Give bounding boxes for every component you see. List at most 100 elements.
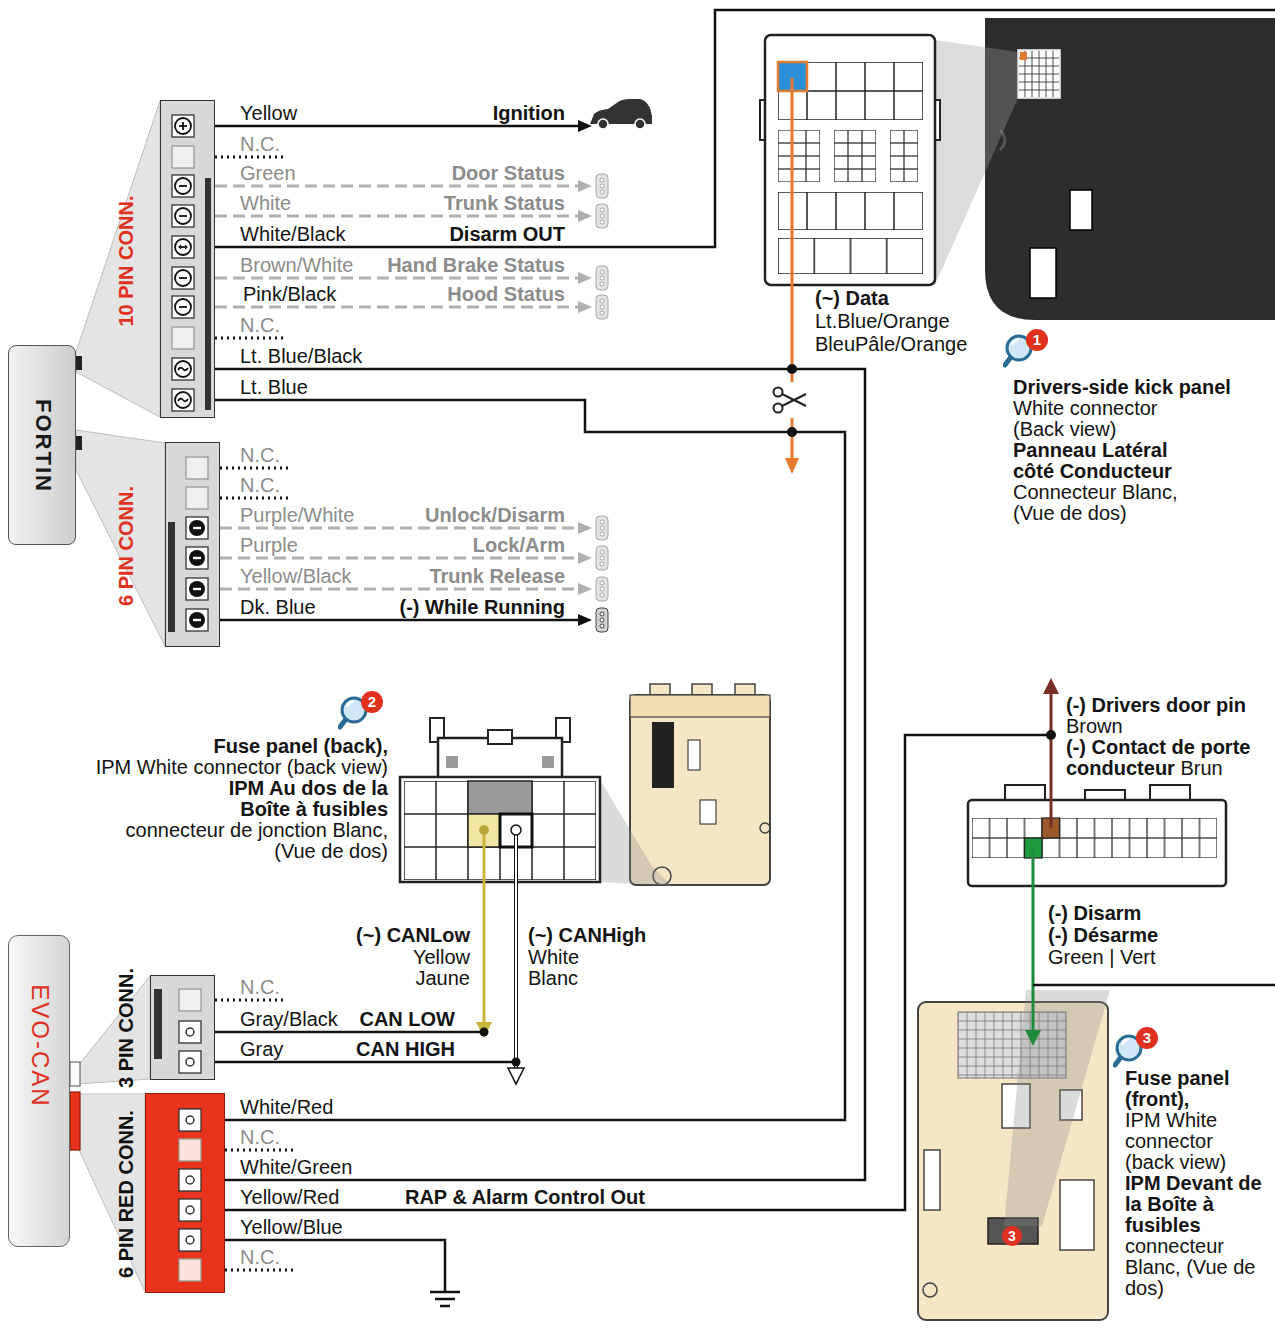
wire-label: Dk. Blue xyxy=(240,597,316,618)
kick-panel-illustration xyxy=(1018,50,1060,98)
wire xyxy=(225,1269,297,1272)
wire-label: Purple xyxy=(240,535,298,556)
wire xyxy=(220,619,580,622)
wire-label: Ignition xyxy=(493,103,565,124)
wire-label: White Blanc xyxy=(528,947,579,989)
pin-symbol xyxy=(193,526,201,528)
remote-icon xyxy=(596,577,608,601)
pin-symbol xyxy=(193,556,201,558)
wire-label: Lock/Arm xyxy=(473,535,565,556)
wire-label: (-) Désarme xyxy=(1048,925,1158,946)
arrow-head xyxy=(578,180,592,192)
wire xyxy=(220,467,292,470)
ipm-back-connector xyxy=(542,756,554,768)
callout-text: IPM Devant de la Boîte à fusibles xyxy=(1125,1173,1265,1236)
wire xyxy=(215,277,578,280)
pin-symbol xyxy=(179,1229,201,1251)
kick-panel-illustration xyxy=(985,18,1275,320)
wire-label: Trunk Status xyxy=(444,193,565,214)
junction-dot xyxy=(479,825,489,835)
pin-symbol xyxy=(179,185,187,187)
module-name: FORTIN xyxy=(31,399,55,493)
pin-symbol xyxy=(175,178,191,194)
wire-label: N.C. xyxy=(240,977,280,998)
pin-symbol xyxy=(179,1109,201,1131)
module-box: EVO-CAN xyxy=(8,935,70,1247)
pin-symbol xyxy=(186,1176,194,1184)
pin-symbol xyxy=(179,1051,201,1073)
wire-label: Green xyxy=(240,163,296,184)
fuse-panel-back-illustration xyxy=(652,722,674,788)
pin-symbol xyxy=(178,398,188,401)
ipm-back-connector xyxy=(446,756,458,768)
wire-label: (~) CANHigh xyxy=(528,925,646,946)
connector-pins xyxy=(165,442,220,647)
wire-label: Brown xyxy=(1066,716,1123,737)
remote-icon xyxy=(596,266,608,290)
wire xyxy=(791,418,794,462)
junction-dot xyxy=(479,364,1056,1067)
pin-symbol xyxy=(172,267,194,289)
scissors-symbol xyxy=(782,394,806,406)
connector-latch xyxy=(168,522,175,632)
scissors-symbol xyxy=(774,388,783,397)
pin-symbol xyxy=(175,118,191,134)
arrow-head xyxy=(785,458,799,474)
wire-label: Trunk Release xyxy=(429,566,565,587)
pin-symbol xyxy=(175,299,191,315)
callout-text: connecteur Blanc, (Vue de dos) xyxy=(1125,1236,1265,1299)
pin-symbol xyxy=(186,457,208,479)
junction-dot xyxy=(512,1058,521,1067)
kick-panel-illustration xyxy=(778,238,923,274)
pin-symbol xyxy=(186,1116,194,1124)
wire-label: Pink/Black xyxy=(243,284,336,305)
callout-number: 1 xyxy=(1026,329,1048,351)
pin-symbol xyxy=(186,609,208,631)
fuse-panel-front-illustration xyxy=(924,1150,940,1210)
wire-label: Yellow xyxy=(240,103,297,124)
wire-label: N.C. xyxy=(240,445,280,466)
pin-symbol xyxy=(186,487,208,509)
scissors-symbol xyxy=(774,388,807,413)
pin-symbol xyxy=(186,1058,194,1066)
wire-label: Purple/White xyxy=(240,505,355,526)
arrow-head xyxy=(578,272,592,284)
pin-symbol xyxy=(186,517,208,539)
kick-panel-illustration xyxy=(935,40,1018,285)
pin-symbol xyxy=(186,1236,194,1244)
wire xyxy=(215,337,287,340)
fuse-panel-front-illustration xyxy=(923,1283,937,1297)
scissors-symbol xyxy=(782,394,806,406)
junction-dot xyxy=(1046,730,1056,740)
fuse-panel-front-illustration xyxy=(1004,990,1110,1226)
car-icon xyxy=(635,119,645,129)
connector-title: 10 PIN CONN. xyxy=(115,195,137,326)
text-group: Drivers-side kick panelWhite connector (… xyxy=(1013,377,1271,524)
wire xyxy=(1033,984,1275,987)
wire-label: (~) CANLow xyxy=(356,925,470,946)
connector-pins xyxy=(145,1093,225,1293)
pin-symbol xyxy=(186,547,208,569)
callout-text: Drivers-side kick panel xyxy=(1013,377,1271,398)
pin-symbol xyxy=(172,205,194,227)
ipm-back-connector xyxy=(400,718,600,882)
pin-symbol xyxy=(175,239,191,255)
remote-icon xyxy=(596,546,608,570)
ground-symbol xyxy=(440,1305,450,1308)
callout-text: IPM White connector (back view) xyxy=(1125,1110,1265,1173)
remote-icon xyxy=(596,204,608,228)
connector-housing xyxy=(76,430,165,646)
callout-text: Panneau Latéral côté Conducteur xyxy=(1013,440,1198,482)
wire-label: (~) Data xyxy=(815,288,889,309)
fuse-panel-back-illustration xyxy=(630,695,770,885)
pin-symbol xyxy=(172,358,194,380)
kick-panel-illustration xyxy=(834,130,876,182)
kick-panel-illustration xyxy=(778,62,923,120)
callout-text: White connector (Back view) xyxy=(1013,398,1173,440)
arrow-head xyxy=(578,614,592,626)
arrow-head xyxy=(476,1022,492,1038)
fuse-panel-back-illustration xyxy=(600,684,770,886)
wire-label: N.C. xyxy=(240,475,280,496)
pin-symbol xyxy=(186,1206,194,1214)
